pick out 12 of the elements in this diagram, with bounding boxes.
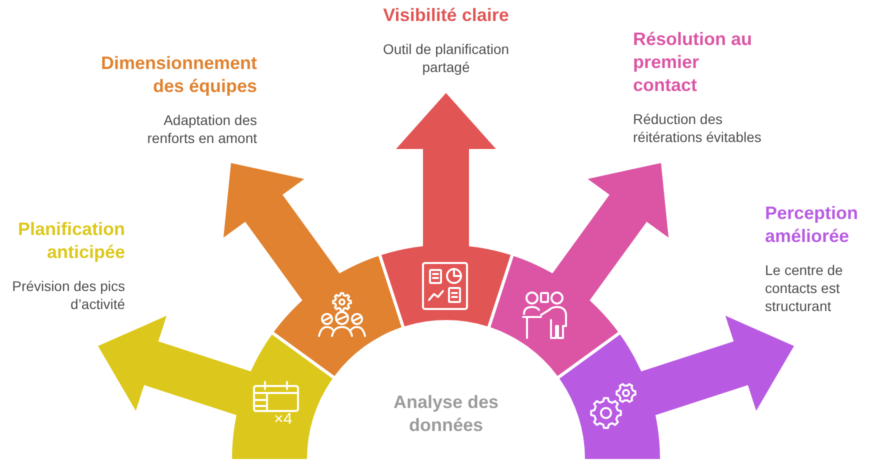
- heading: Visibilité claire: [382, 4, 510, 27]
- heading: Planification anticipée: [16, 218, 125, 264]
- heading: Perception améliorée: [765, 202, 860, 248]
- count-label: ×4: [274, 411, 292, 429]
- description: Réduction des réitérations évitables: [633, 110, 762, 146]
- description: Prévision des pics d’activité: [11, 277, 125, 313]
- description: Le centre de contacts est structurant: [765, 261, 844, 315]
- heading: Résolution au premier contact: [633, 28, 754, 97]
- description: Adaptation des renforts en amont: [146, 111, 257, 147]
- hub-title: Analyse des données: [366, 391, 526, 437]
- description: Outil de planification partagé: [382, 40, 510, 76]
- heading: Dimensionnement des équipes: [100, 52, 257, 98]
